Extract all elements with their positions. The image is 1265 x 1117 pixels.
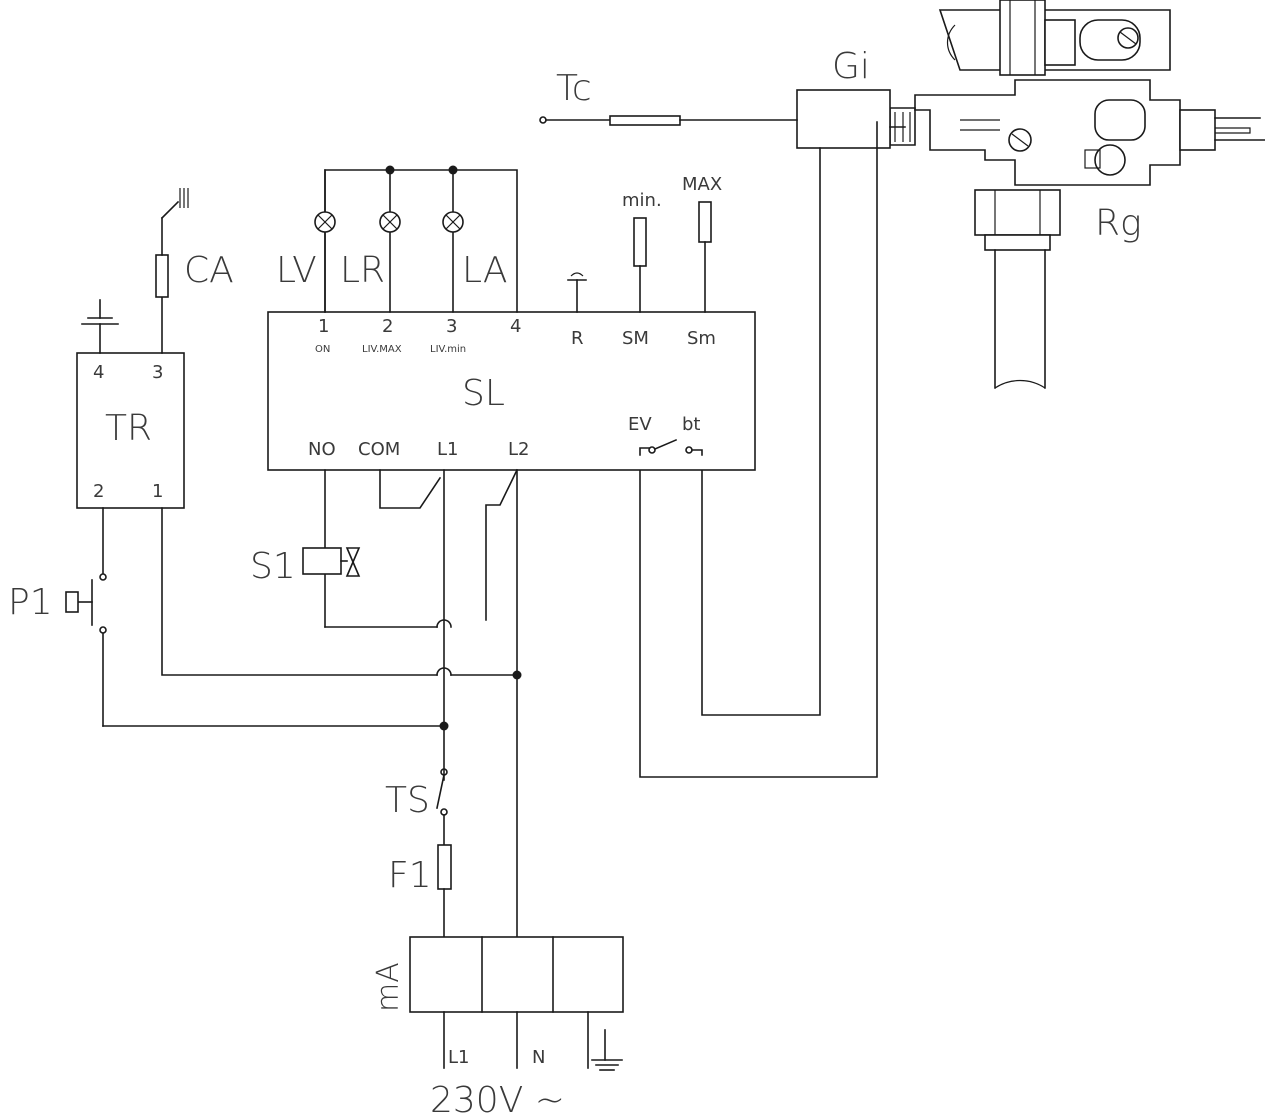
terminal-l1-label: L1	[448, 1047, 469, 1068]
sl-terminal-2-sub: LIV.MAX	[362, 344, 402, 355]
lamp-lv	[314, 169, 336, 313]
probe-max	[698, 201, 712, 313]
probe-min	[633, 217, 647, 313]
tr-pin-3: 3	[152, 362, 163, 383]
gas-valve-rg	[889, 0, 1265, 389]
sl-terminal-3-sub: LIV.min	[430, 344, 466, 355]
lv-label: LV	[276, 250, 317, 291]
tc-label: Tc	[556, 68, 592, 109]
fuse-f1	[437, 844, 452, 938]
lr-label: LR	[340, 250, 385, 291]
sl-label: SL	[462, 373, 505, 414]
gi-label: Gi	[832, 46, 870, 87]
gi-box	[796, 89, 891, 149]
sl-terminal-com: COM	[358, 439, 400, 460]
sl-terminal-bt: bt	[682, 414, 700, 435]
tr-pin-1: 1	[152, 481, 163, 502]
max-label: MAX	[682, 174, 722, 195]
ts-label: TS	[385, 780, 430, 821]
sl-terminal-l2: L2	[508, 439, 529, 460]
p1-label: P1	[8, 582, 53, 623]
tr-label: TR	[105, 408, 152, 449]
la-label: LA	[462, 250, 508, 291]
sl-terminal-1-sub: ON	[315, 344, 330, 355]
thermostat-ts	[436, 768, 448, 846]
ma-label: mA	[371, 962, 406, 1012]
sl-terminal-l1: L1	[437, 439, 458, 460]
ca-label: CA	[184, 250, 234, 291]
min-label: min.	[622, 190, 662, 211]
sl-terminal-sm-upper: SM	[622, 328, 649, 349]
sl-terminal-sm-lower: Sm	[687, 328, 716, 349]
terminal-n-label: N	[532, 1047, 545, 1068]
f1-label: F1	[388, 855, 432, 896]
pushbutton-p1	[65, 507, 107, 727]
rg-label: Rg	[1095, 203, 1142, 244]
sl-terminal-ev: EV	[628, 414, 652, 435]
tr-transformer	[76, 352, 185, 509]
r-ground-icon	[567, 272, 587, 313]
tr-pin-4: 4	[93, 362, 104, 383]
lamp-lr	[379, 169, 401, 313]
sl-terminal-r: R	[571, 328, 584, 349]
s1-label: S1	[250, 546, 296, 587]
sl-terminal-3: 3	[446, 316, 457, 337]
ignition-ca	[155, 188, 189, 354]
solenoid-s1	[302, 547, 361, 577]
thermocouple-tc	[539, 115, 798, 126]
supply-label: 230V ~	[430, 1080, 565, 1117]
sl-terminal-2: 2	[382, 316, 393, 337]
sl-terminal-4: 4	[510, 316, 521, 337]
sl-controller	[267, 311, 756, 471]
tr-earth-icon	[81, 299, 119, 354]
tr-pin-2: 2	[93, 481, 104, 502]
terminal-block-ma	[409, 936, 624, 1071]
lamp-la	[442, 169, 464, 313]
sl-terminal-no: NO	[308, 439, 336, 460]
sl-terminal-1: 1	[318, 316, 329, 337]
